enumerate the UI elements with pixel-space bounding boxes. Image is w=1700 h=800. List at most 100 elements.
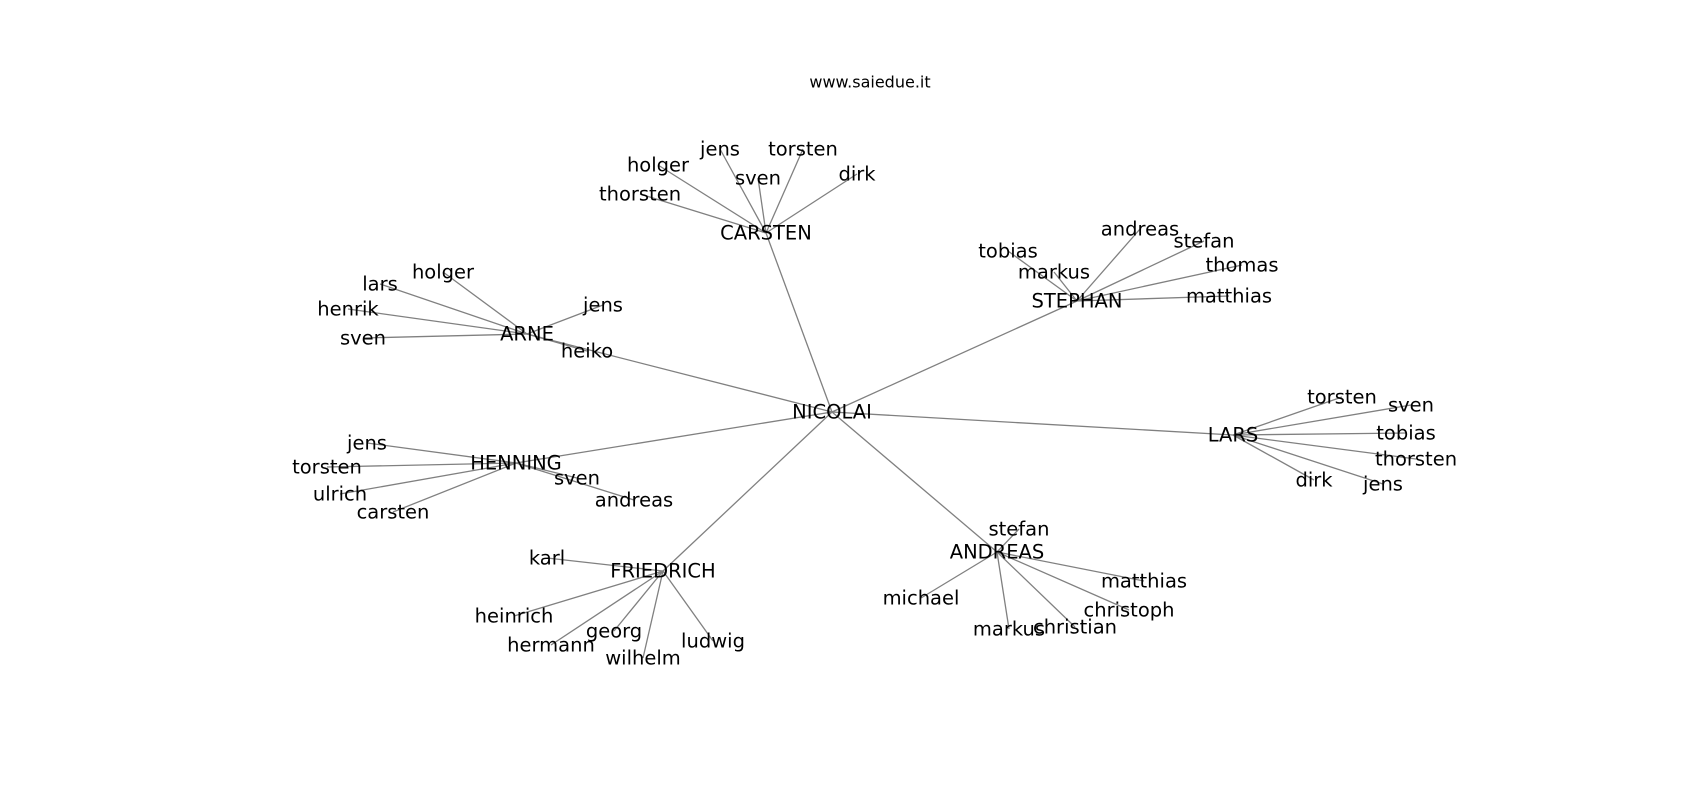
edge-andreas-stefan [996, 528, 1020, 553]
root-node-label: NICOLAI [792, 401, 872, 424]
edge-carsten-dirk [765, 173, 858, 234]
leaf-node-henning-ulrich: ulrich [313, 483, 367, 506]
edge-root-arne [526, 333, 833, 413]
leaf-node-stephan-tobias: tobias [978, 240, 1037, 263]
edge-stephan-stefan [1076, 240, 1205, 302]
edge-lars-dirk [1232, 434, 1315, 481]
edge-henning-torsten [326, 462, 517, 468]
leaf-node-arne-holger: holger [412, 261, 475, 284]
edge-arne-heiko [526, 333, 588, 352]
edge-arne-henrik [347, 308, 528, 335]
edge-lars-jens [1232, 434, 1384, 485]
edge-andreas-christian [996, 551, 1076, 628]
edge-henning-jens [366, 442, 517, 464]
edge-lars-sven [1232, 404, 1412, 436]
edge-carsten-thorsten [639, 193, 767, 234]
leaf-node-stephan-stefan: stefan [1174, 230, 1235, 253]
edge-andreas-markus [996, 551, 1010, 630]
leaf-node-arne-lars: lars [362, 273, 398, 296]
leaf-node-henning-andreas: andreas [595, 489, 673, 512]
hub-node-stephan: STEPHAN [1032, 290, 1123, 313]
graph-title: www.saiedue.it [809, 73, 930, 92]
leaf-node-friedrich-wilhelm: wilhelm [605, 647, 681, 670]
leaf-node-lars-torsten: torsten [1307, 386, 1377, 409]
edge-henning-sven [515, 462, 578, 479]
leaf-node-lars-dirk: dirk [1295, 469, 1333, 492]
leaf-node-carsten-jens: jens [699, 138, 740, 161]
leaf-node-carsten-holger: holger [627, 154, 690, 177]
leaf-node-andreas-michael: michael [883, 587, 960, 610]
leaf-node-henning-sven: sven [554, 467, 600, 490]
leaf-node-stephan-markus: markus [1018, 261, 1090, 284]
leaf-node-andreas-stefan: stefan [989, 518, 1050, 541]
leaf-node-henning-carsten: carsten [357, 501, 430, 524]
edge-stephan-thomas [1076, 264, 1243, 302]
leaf-node-andreas-matthias: matthias [1101, 570, 1187, 593]
edge-carsten-jens [719, 148, 767, 234]
edge-andreas-michael [920, 551, 998, 599]
edge-henning-andreas [515, 462, 635, 501]
edge-stephan-tobias [1007, 250, 1078, 302]
edge-lars-thorsten [1232, 434, 1417, 460]
hub-node-friedrich: FRIEDRICH [610, 560, 715, 583]
leaf-node-stephan-thomas: thomas [1205, 254, 1278, 277]
edge-carsten-holger [657, 164, 767, 234]
edge-root-friedrich [662, 411, 833, 572]
edge-lars-tobias [1232, 432, 1407, 436]
edge-arne-sven [362, 333, 528, 339]
edge-henning-ulrich [339, 462, 517, 495]
edge-carsten-sven [757, 177, 767, 234]
hub-node-arne: ARNE [500, 323, 554, 346]
leaf-node-friedrich-heinrich: heinrich [475, 605, 554, 628]
edge-arne-holger [442, 271, 528, 335]
leaf-node-friedrich-georg: georg [586, 620, 642, 643]
edge-arne-jens [526, 304, 604, 335]
leaf-node-andreas-christoph: christoph [1084, 599, 1175, 622]
leaf-node-arne-henrik: henrik [317, 298, 379, 321]
leaf-node-henning-torsten: torsten [292, 456, 362, 479]
leaf-node-andreas-markus: markus [973, 618, 1045, 641]
hub-node-lars: LARS [1208, 424, 1259, 447]
leaf-node-andreas-christian: christian [1033, 616, 1117, 639]
leaf-node-friedrich-karl: karl [529, 547, 565, 570]
leaf-node-carsten-thorsten: thorsten [599, 183, 681, 206]
edge-carsten-torsten [765, 148, 804, 234]
leaf-node-henning-jens: jens [346, 432, 387, 455]
edge-root-lars [831, 411, 1234, 436]
hub-node-carsten: CARSTEN [720, 222, 812, 245]
edge-friedrich-wilhelm [642, 570, 664, 659]
edge-stephan-andreas [1076, 228, 1141, 302]
leaf-node-friedrich-hermann: hermann [507, 634, 595, 657]
leaf-node-lars-tobias: tobias [1376, 422, 1435, 445]
leaf-node-arne-sven: sven [340, 327, 386, 350]
edge-stephan-matthias [1076, 295, 1230, 302]
leaf-node-carsten-sven: sven [735, 167, 781, 190]
edge-root-henning [515, 411, 833, 464]
leaf-node-arne-heiko: heiko [561, 340, 613, 363]
leaf-node-lars-sven: sven [1388, 394, 1434, 417]
edge-friedrich-ludwig [662, 570, 714, 642]
leaf-node-carsten-dirk: dirk [838, 163, 876, 186]
edge-friedrich-georg [613, 570, 664, 632]
leaf-node-friedrich-ludwig: ludwig [681, 630, 745, 653]
leaf-node-lars-thorsten: thorsten [1375, 448, 1457, 471]
leaf-node-carsten-torsten: torsten [768, 138, 838, 161]
edge-andreas-matthias [996, 551, 1145, 582]
edge-andreas-christoph [996, 551, 1130, 611]
leaf-node-arne-jens: jens [582, 294, 623, 317]
edge-root-carsten [765, 232, 833, 413]
edge-root-andreas [831, 411, 998, 553]
edge-friedrich-heinrich [513, 570, 664, 617]
edge-root-stephan [831, 300, 1078, 413]
leaf-node-stephan-matthias: matthias [1186, 285, 1272, 308]
edge-layer [326, 148, 1417, 659]
edge-henning-carsten [392, 462, 517, 513]
edge-friedrich-karl [546, 557, 664, 572]
hub-node-andreas: ANDREAS [950, 541, 1045, 564]
edge-stephan-markus [1053, 271, 1078, 302]
hub-node-henning: HENNING [470, 452, 562, 475]
edge-arne-lars [379, 283, 528, 335]
leaf-node-stephan-andreas: andreas [1101, 218, 1179, 241]
